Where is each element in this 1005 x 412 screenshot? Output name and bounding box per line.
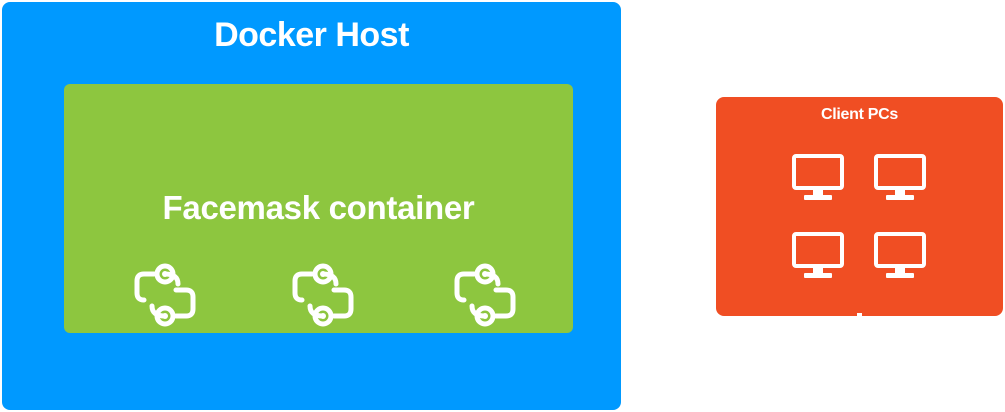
connector-tick-bottom [857,313,862,317]
connector-tick-left [621,205,625,209]
service-connector-icon [134,263,196,327]
client-pcs-box: Client PCs [716,97,1003,317]
service-connector-icon [454,263,516,327]
facemask-container-box: Facemask container [64,84,573,333]
monitor-icon [792,232,844,278]
connector-tick-right [712,205,716,209]
docker-host-box: Docker Host Facemask container [2,2,621,410]
monitor-icon [874,154,926,200]
container-title: Facemask container [162,189,475,226]
client-pcs-title: Client PCs [820,106,899,123]
service-connector-icon [292,263,354,327]
monitor-icon [792,154,844,200]
monitor-icon [874,232,926,278]
docker-host-title: Docker Host [214,16,409,54]
